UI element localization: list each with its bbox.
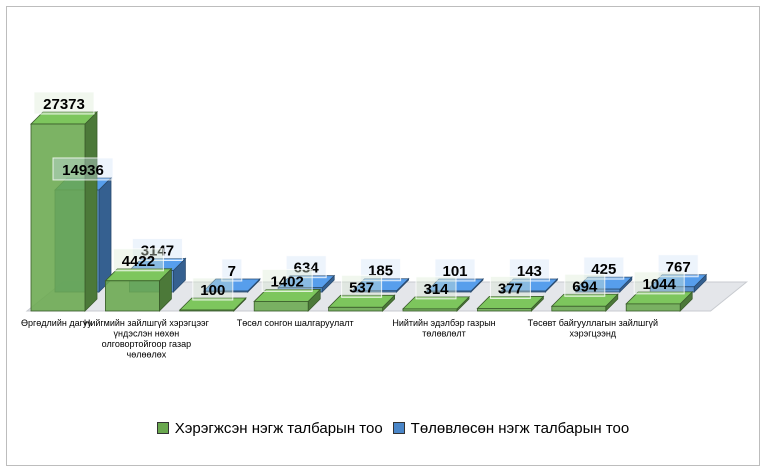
legend-label-implemented: Хэрэгжсэн нэгж талбарын тоо [174,419,383,437]
data-label-planned: 143 [508,258,550,282]
svg-text:377: 377 [498,280,523,297]
data-label-implemented: 694 [564,273,606,297]
svg-text:537: 537 [349,279,374,296]
data-label-implemented: 1044 [633,271,685,295]
svg-text:694: 694 [572,278,598,295]
data-label-planned: 7 [221,258,243,282]
svg-text:143: 143 [517,263,542,280]
legend-swatch-planned [392,422,405,434]
data-label-planned: 101 [434,258,476,282]
legend: Хэрэгжсэн нэгж талбарын тоо Төлөвлөсөн н… [123,417,663,439]
x-tick-label: Төсөл сонгон шалгаруулалт [237,318,354,328]
svg-text:27373: 27373 [43,96,85,113]
svg-text:314: 314 [423,281,449,298]
data-label-implemented: 4422 [112,248,164,272]
legend-label-planned: Төлөвлөсөн нэгж талбарын тоо [410,419,630,437]
data-label-implemented: 1402 [261,268,313,292]
svg-text:4422: 4422 [122,253,155,270]
bar-planned [500,278,559,293]
svg-text:100: 100 [200,282,225,299]
data-label-planned: 634 [285,255,327,279]
data-label-planned: 14936 [52,157,114,181]
svg-text:7: 7 [228,263,236,280]
data-label-implemented: 537 [341,274,383,298]
data-label-implemented: 27373 [33,91,95,115]
bar-planned [426,278,484,293]
legend-swatch-implemented [156,422,169,434]
bar-implemented [30,111,98,312]
data-label-implemented: 100 [192,277,234,301]
bar-implemented [253,288,322,312]
svg-text:634: 634 [294,260,320,277]
data-label-implemented: 314 [415,276,457,300]
bar-implemented [178,297,247,312]
legend-item-planned: Төлөвлөсөн нэгж талбарын тоо [392,419,630,437]
svg-text:3147: 3147 [141,243,174,260]
bar-implemented [104,267,173,312]
svg-text:1402: 1402 [271,273,304,290]
bar-implemented [327,294,396,312]
data-label-implemented: 377 [489,275,531,299]
svg-text:101: 101 [442,263,467,280]
data-label-planned: 425 [583,256,625,280]
svg-text:1044: 1044 [643,276,677,293]
bar-implemented [625,290,694,312]
x-tick-label: Өргөдлийн дагуу [21,318,92,328]
legend-item-implemented: Хэрэгжсэн нэгж талбарын тоо [156,419,383,437]
data-label-planned: 3147 [131,238,183,262]
bar-implemented [402,295,470,312]
bar-implemented [550,293,619,312]
bar-implemented [476,295,545,312]
bar-planned [202,278,261,293]
svg-text:14936: 14936 [62,162,104,179]
